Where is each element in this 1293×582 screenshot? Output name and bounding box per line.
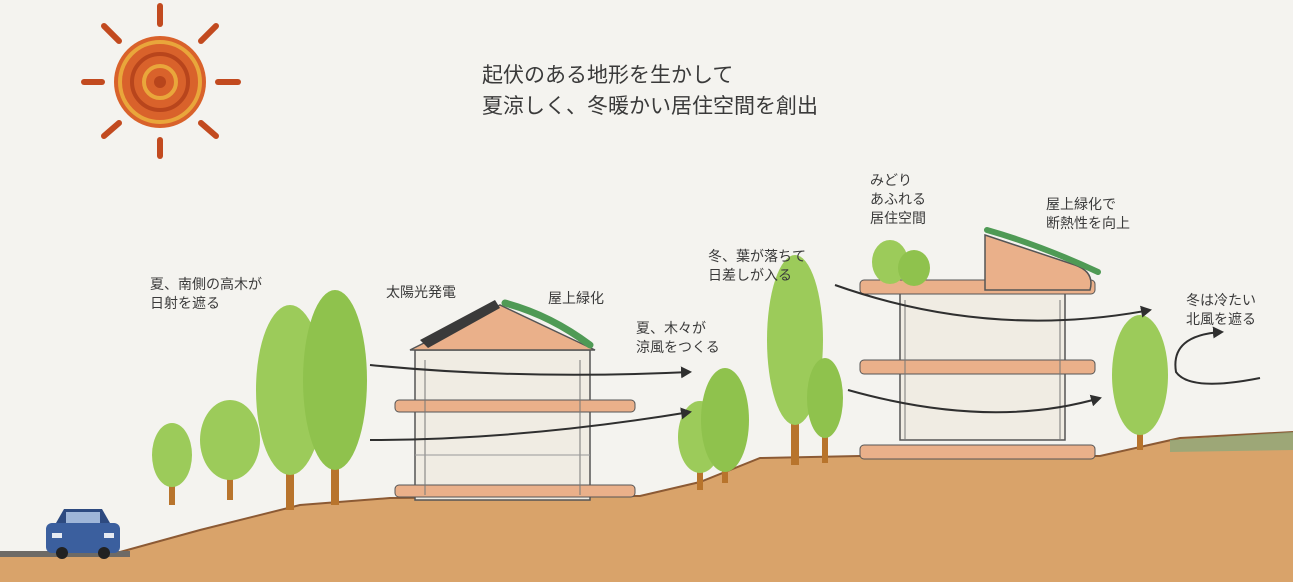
label-winter-leaves: 冬、葉が落ちて 日差しが入る <box>708 249 806 284</box>
tree-icon <box>152 423 192 505</box>
tree-icon <box>807 358 843 463</box>
label-green-living: みどり あふれる 居住空間 <box>870 173 926 227</box>
solar-panel-icon <box>420 300 500 348</box>
wind-arrow-icon <box>369 284 1261 441</box>
north-green-ground <box>1170 432 1293 452</box>
label-summer-south-trees: 夏、南側の高木が 日射を遮る <box>150 277 262 312</box>
tree-icon <box>767 255 823 465</box>
title-line-1: 起伏のある地形を生かして <box>482 63 734 87</box>
label-winter-north-wind: 冬は冷たい 北風を遮る <box>1186 293 1256 328</box>
label-roof-greening-left: 屋上緑化 <box>548 291 604 307</box>
label-roof-greening-right: 屋上緑化で 断熱性を向上 <box>1046 197 1130 232</box>
ground-edge <box>0 431 1293 556</box>
tree-icon <box>1112 315 1168 450</box>
ground-terrain <box>0 432 1293 582</box>
left-building <box>394 304 636 501</box>
page-title: 起伏のある地形を生かして 夏涼しく、冬暖かい居住空間を創出 <box>482 60 818 122</box>
sun-icon <box>81 3 241 159</box>
car-icon <box>46 509 120 559</box>
tree-icon <box>872 240 930 286</box>
label-solar-power: 太陽光発電 <box>386 285 456 301</box>
tree-icon <box>701 368 749 483</box>
label-summer-breeze: 夏、木々が 涼風をつくる <box>636 321 720 356</box>
roof-greening-left <box>501 299 594 349</box>
title-line-2: 夏涼しく、冬暖かい居住空間を創出 <box>482 94 818 118</box>
tree-icon <box>303 290 367 505</box>
tree-icon <box>200 400 260 500</box>
right-building <box>859 227 1101 460</box>
